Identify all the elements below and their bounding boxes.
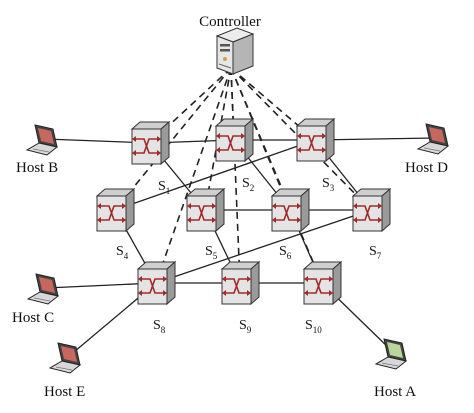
switch-letter: S — [158, 179, 166, 194]
switch-s3-icon[interactable] — [295, 117, 336, 163]
switch-letter: S — [153, 318, 161, 333]
switch-subscript: 4 — [124, 251, 129, 261]
switch-letter: S — [205, 244, 213, 259]
switch-s7-label: S7 — [369, 244, 382, 261]
switch-letter: S — [116, 244, 124, 259]
switch-letter: S — [279, 244, 287, 259]
switch-subscript: 2 — [250, 183, 255, 193]
switch-subscript: 3 — [330, 183, 335, 193]
controller-link-s10 — [230, 67, 323, 284]
switch-letter: S — [239, 318, 247, 333]
switch-letter: S — [305, 318, 313, 333]
host-c-label: Host C — [12, 310, 54, 326]
switch-s4-label: S4 — [116, 244, 129, 261]
host-b-label: Host B — [16, 160, 58, 176]
link-s3-s4 — [114, 139, 316, 211]
switch-s7-icon[interactable] — [351, 187, 392, 233]
switch-s9-icon[interactable] — [220, 260, 261, 306]
switch-s8-label: S8 — [153, 318, 166, 335]
switch-s1-label: S1 — [158, 179, 170, 196]
switch-subscript: 6 — [287, 251, 292, 261]
controller-link-s9 — [230, 67, 241, 284]
switch-s5-label: S5 — [205, 244, 218, 261]
switch-letter: S — [322, 176, 330, 191]
host-c-laptop-icon[interactable] — [26, 273, 60, 305]
nodes-layer — [25, 27, 450, 374]
switch-letter: S — [369, 244, 377, 259]
controller-link-s1 — [149, 67, 232, 144]
host-e-label: Host E — [44, 384, 85, 400]
switch-s6-label: S6 — [279, 244, 292, 261]
switch-subscript: 8 — [161, 325, 166, 335]
switch-s8-icon[interactable] — [136, 260, 177, 306]
switch-s4-icon[interactable] — [95, 187, 136, 233]
switch-subscript: 5 — [213, 251, 218, 261]
switch-subscript: 9 — [247, 325, 252, 335]
switch-s2-label: S2 — [242, 176, 254, 193]
switch-s2-icon[interactable] — [214, 117, 255, 163]
switch-s10-label: S10 — [305, 318, 322, 335]
link-s7-s8 — [155, 209, 372, 284]
controller-label: Controller — [199, 14, 261, 30]
switch-s3-label: S3 — [322, 176, 335, 193]
switch-s6-icon[interactable] — [270, 187, 311, 233]
switch-s1-icon[interactable] — [130, 120, 171, 166]
switch-s9-label: S9 — [239, 318, 252, 335]
host-a-laptop-icon[interactable] — [374, 338, 408, 370]
controller-server-icon[interactable] — [215, 27, 255, 75]
switch-letter: S — [242, 176, 250, 191]
controller-link-s8 — [155, 67, 232, 284]
host-b-laptop-icon[interactable] — [25, 124, 59, 156]
switch-s5-icon[interactable] — [185, 187, 226, 233]
link-s3-d — [314, 137, 437, 141]
switch-subscript: 1 — [166, 186, 171, 196]
host-a-label: Host A — [374, 384, 416, 400]
controller-link-s4 — [114, 67, 232, 211]
host-d-laptop-icon[interactable] — [416, 123, 450, 155]
switch-subscript: 10 — [313, 325, 323, 335]
host-e-laptop-icon[interactable] — [48, 342, 82, 374]
controller-link-s3 — [230, 67, 316, 141]
switch-subscript: 7 — [377, 251, 382, 261]
switch-s10-icon[interactable] — [302, 260, 343, 306]
host-d-label: Host D — [405, 160, 448, 176]
